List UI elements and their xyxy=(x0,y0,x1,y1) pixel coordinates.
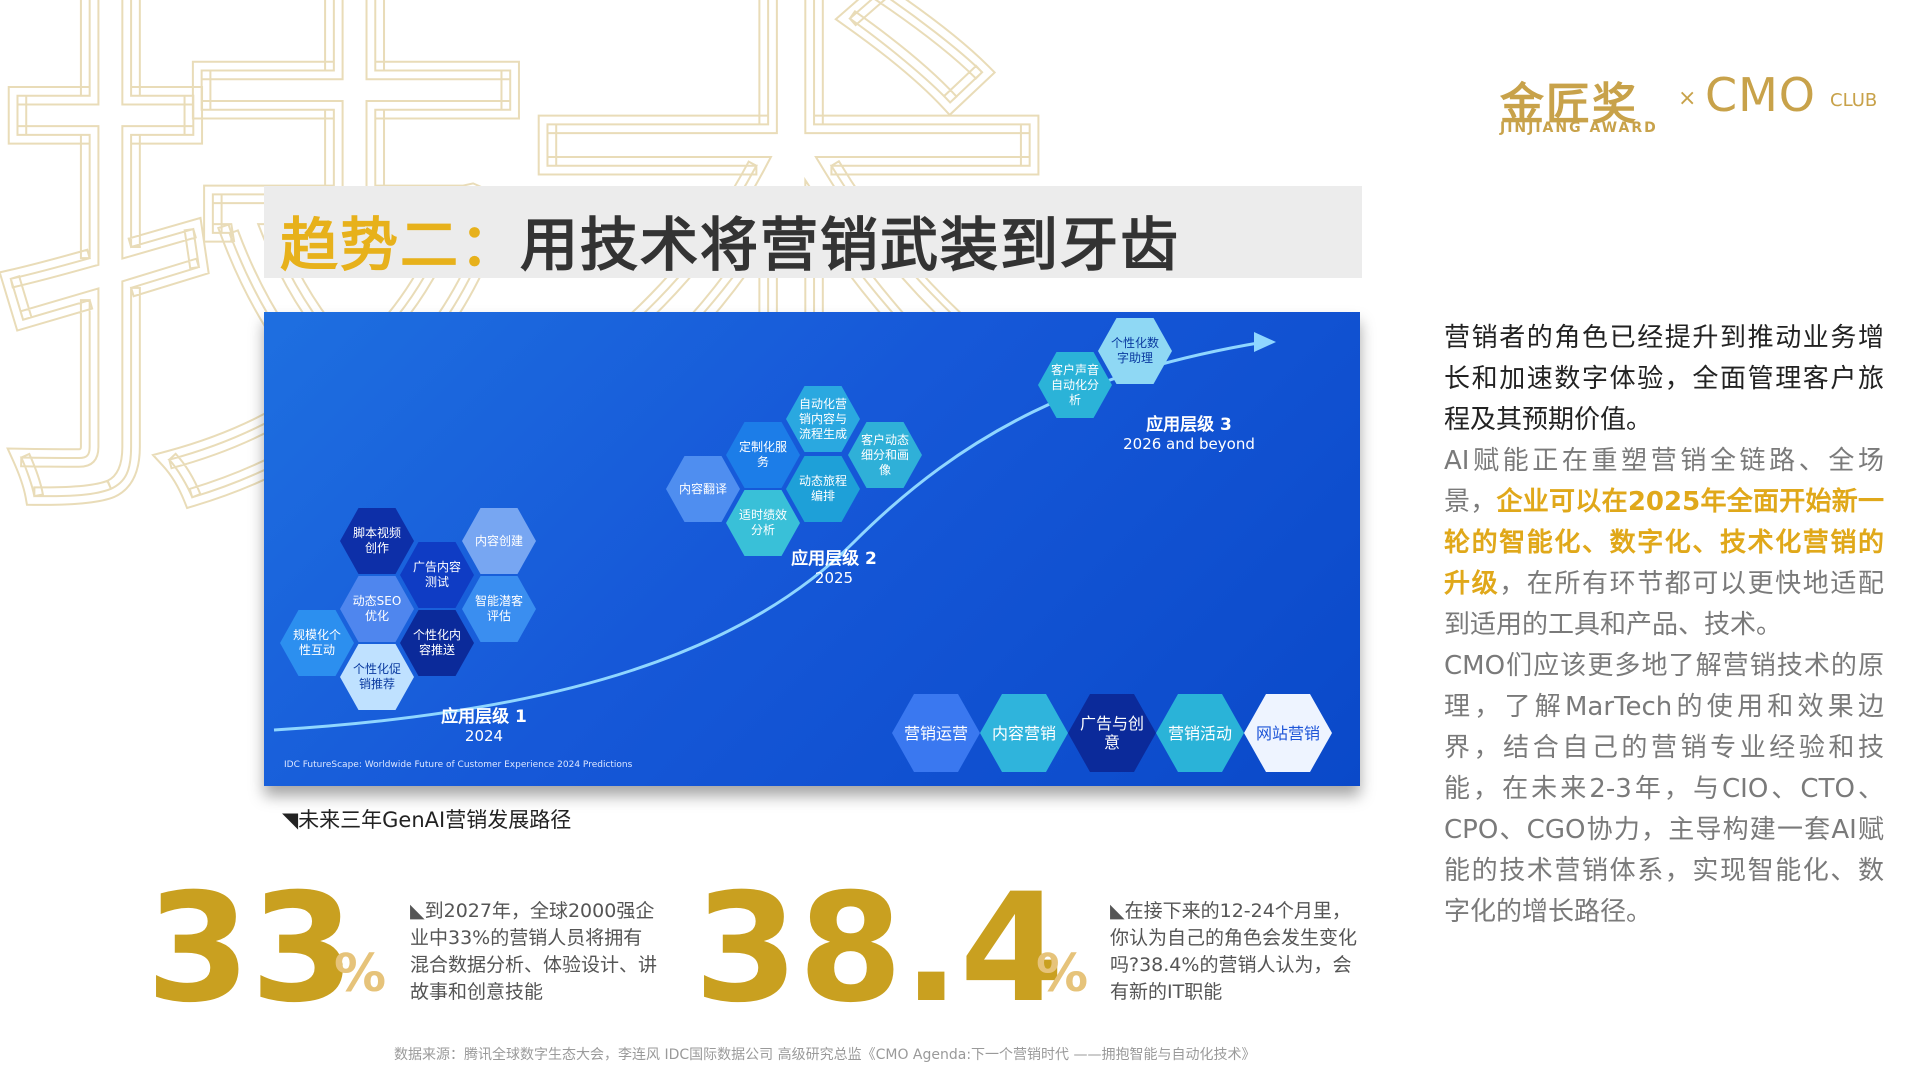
stat-unit-1: % xyxy=(334,944,387,1004)
cmo-logo-text: CMO xyxy=(1705,68,1817,122)
stat-text-2: ◣在接下来的12-24个月里，你认为自己的角色会发生变化吗?38.4%的营销人认… xyxy=(1110,900,1358,1003)
hex-l1-6: 个性化内容推送 xyxy=(400,610,474,676)
stat-value-1: 33 xyxy=(146,862,355,1036)
stat-value-2: 38.4 xyxy=(694,862,1065,1036)
right-text-column: 营销者的角色已经提升到推动业务增长和加速数字体验，全面管理客户旅程及其预期价值。… xyxy=(1444,318,1884,933)
right-paragraph-2: AI赋能正在重塑营销全链路、全场景，企业可以在2025年全面开始新一轮的智能化、… xyxy=(1444,446,1884,640)
stat-unit-2: % xyxy=(1036,944,1089,1004)
hex-l3-1: 客户声音自动化分析 xyxy=(1038,352,1112,418)
hex-bottom-0: 营销运营 xyxy=(892,694,980,772)
data-source-note: 数据来源：腾讯全球数字生态大会，李连风 IDC国际数据公司 高级研究总监《CMO… xyxy=(394,1047,1256,1063)
title-part1: 趋势二： xyxy=(280,211,521,279)
hex-l1-0: 脚本视频创作 xyxy=(340,508,414,574)
right-highlight: 企业可以在2025年全面开始新一轮的智能化、数字化、技术化营销的升级 xyxy=(1444,487,1884,599)
hex-l1-5: 规模化个性互动 xyxy=(280,610,354,676)
hex-l3-0: 个性化数字助理 xyxy=(1098,318,1172,384)
diagram-credit: IDC FutureScape: Worldwide Future of Cus… xyxy=(284,760,633,770)
brand-logo: 金匠奖 JINJIANG AWARD × CMO CLUB xyxy=(1500,68,1880,138)
title-part2: 用技术将营销武装到牙齿 xyxy=(520,211,1181,279)
hex-l1-7: 个性化促销推荐 xyxy=(340,644,414,710)
club-logo-text: CLUB xyxy=(1830,90,1878,111)
title-bar xyxy=(264,186,1362,278)
diagram-caption: ◥未来三年GenAI营销发展路径 xyxy=(282,808,572,832)
genai-roadmap-diagram: 脚本视频创作 广告内容测试 内容创建 动态SEO优化 智能潜客评估 规模化个性互… xyxy=(264,312,1360,786)
page-title: 趋势二：用技术将营销武装到牙齿 xyxy=(280,198,1180,282)
hex-l1-3: 动态SEO优化 xyxy=(340,576,414,642)
jinjiang-logo-text: 金匠奖 xyxy=(1500,79,1638,130)
right-paragraph-1: 营销者的角色已经提升到推动业务增长和加速数字体验，全面管理客户旅程及其预期价值。 xyxy=(1444,323,1884,435)
stat-text-1: ◣到2027年，全球2000强企业中33%的营销人员将拥有混合数据分析、体验设计… xyxy=(410,900,658,1003)
hex-l1-1: 广告内容测试 xyxy=(400,542,474,608)
right-paragraph-3: CMO们应该更多地了解营销技术的原理，了解MarTech的使用和效果边界，结合自… xyxy=(1444,651,1884,927)
logo-times: × xyxy=(1678,86,1697,111)
jinjiang-logo-en: JINJIANG AWARD xyxy=(1500,120,1658,136)
